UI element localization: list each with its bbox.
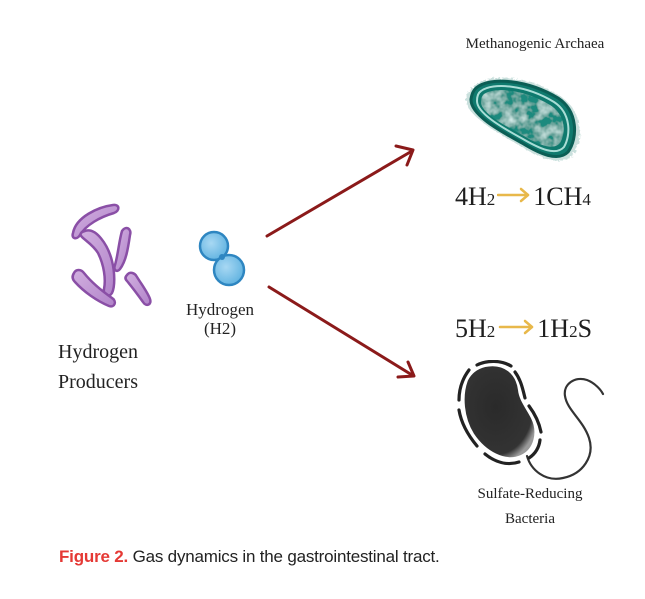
arrow-to-archaea bbox=[265, 149, 414, 238]
hydrogen-label: Hydrogen (H2) bbox=[170, 300, 270, 338]
sulfide-product-tail: S bbox=[577, 314, 593, 343]
sulfide-reactant-coef: 5 bbox=[455, 314, 468, 343]
hydrogen-producers-label-line1: Hydrogen bbox=[58, 341, 138, 363]
figure-label: Figure 2. bbox=[59, 547, 129, 566]
arrowhead-to-archaea bbox=[394, 144, 415, 167]
sulfide-product-sub: 2 bbox=[569, 322, 578, 341]
rod-bacteria-icon bbox=[71, 203, 152, 308]
methane-product-sub: 4 bbox=[582, 190, 591, 209]
h2-molecule-icon bbox=[198, 230, 246, 287]
figure-caption: Figure 2. Gas dynamics in the gastrointe… bbox=[59, 547, 440, 567]
flagellated-bacterium-icon bbox=[457, 360, 605, 480]
sulfide-reactant: H bbox=[468, 314, 487, 343]
archaea-cell-icon bbox=[465, 77, 580, 161]
reaction-arrow-icon bbox=[499, 319, 534, 335]
methane-product: CH bbox=[546, 182, 583, 211]
methane-product-coef: 1 bbox=[533, 182, 547, 211]
hydrogen-label-line2: (H2) bbox=[203, 319, 237, 338]
hydrogen-producers-label: Hydrogen Producers bbox=[48, 337, 148, 397]
methanogenic-archaea-label: Methanogenic Archaea bbox=[465, 36, 605, 52]
hydrogen-label-line1: Hydrogen bbox=[186, 300, 254, 319]
methane-reactant-coef: 4 bbox=[455, 182, 468, 211]
sulfide-product: H bbox=[550, 314, 570, 343]
sulfide-reactant-sub: 2 bbox=[486, 322, 496, 341]
srb-label-line2: Bacteria bbox=[505, 511, 555, 527]
methane-reactant: H bbox=[468, 182, 487, 211]
sulfate-reducing-bacteria-label: Sulfate-Reducing Bacteria bbox=[455, 485, 605, 529]
srb-label-line1: Sulfate-Reducing bbox=[477, 486, 583, 502]
arrow-to-bacteria bbox=[267, 285, 414, 377]
sulfide-product-coef: 1 bbox=[537, 314, 551, 343]
hydrogen-producers-label-line2: Producers bbox=[58, 371, 138, 393]
reaction-arrow-icon bbox=[497, 187, 530, 203]
arrowhead-to-bacteria bbox=[396, 360, 416, 379]
methane-reactant-sub: 2 bbox=[486, 190, 496, 209]
arrows bbox=[265, 144, 416, 379]
caption-text: Gas dynamics in the gastrointestinal tra… bbox=[128, 547, 440, 566]
